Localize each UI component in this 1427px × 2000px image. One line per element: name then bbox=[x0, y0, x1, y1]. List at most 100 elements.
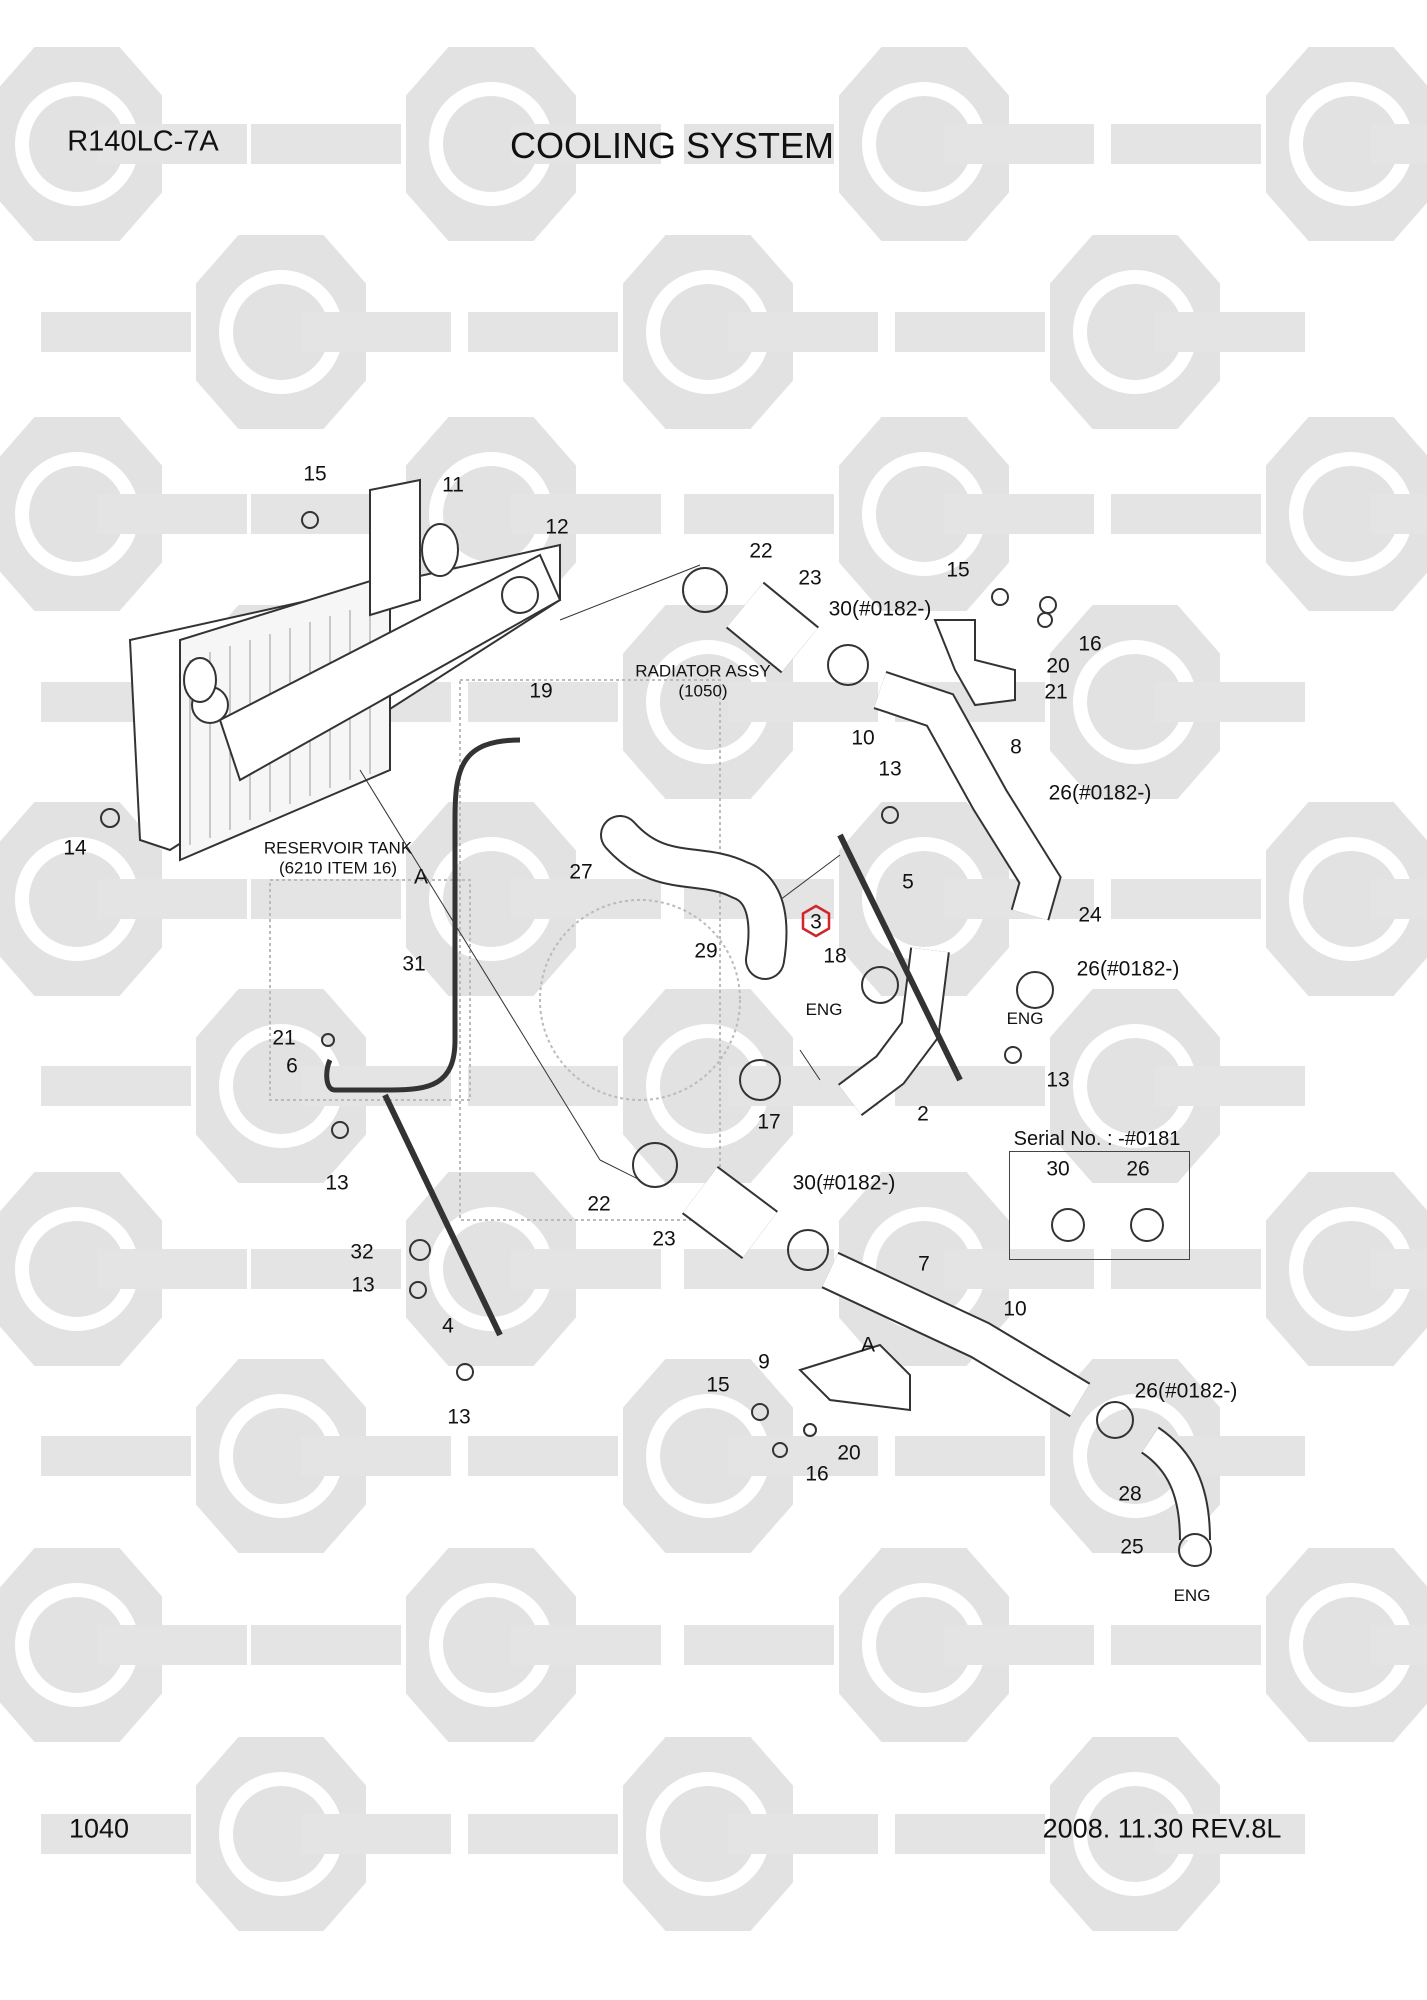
watermark-hexagon bbox=[623, 1359, 793, 1553]
reservoir-tank-note: RESERVOIR TANK(6210 ITEM 16) bbox=[264, 838, 412, 877]
callout: 15 bbox=[946, 558, 970, 582]
watermark-band bbox=[728, 312, 878, 352]
watermark-hexagon bbox=[839, 47, 1009, 241]
callout: 16 bbox=[805, 1462, 829, 1486]
callout: 9 bbox=[758, 1350, 770, 1374]
watermark-hexagon bbox=[196, 1359, 366, 1553]
callout: 19 bbox=[529, 679, 553, 703]
callout: 23 bbox=[652, 1227, 676, 1251]
eng-note: ENG bbox=[1173, 1586, 1211, 1606]
watermark-band bbox=[1155, 1814, 1305, 1854]
watermark-band bbox=[1111, 879, 1261, 919]
callout: 13 bbox=[351, 1273, 375, 1297]
watermark-band bbox=[944, 124, 1094, 164]
callout: 15 bbox=[706, 1373, 730, 1397]
leader-lines bbox=[359, 564, 841, 1181]
page-number: 1040 bbox=[68, 1813, 130, 1844]
callout: 7 bbox=[918, 1252, 930, 1276]
watermark-band bbox=[1371, 494, 1427, 534]
callout: 13 bbox=[447, 1405, 471, 1429]
callout: 21 bbox=[1044, 680, 1068, 704]
callout: 20 bbox=[1046, 654, 1070, 678]
callout: 8 bbox=[1010, 735, 1022, 759]
watermark-band bbox=[1111, 124, 1261, 164]
eng-note: ENG bbox=[805, 1000, 843, 1020]
watermark-band bbox=[511, 1249, 661, 1289]
watermark-band bbox=[251, 1249, 401, 1289]
watermark-band bbox=[468, 682, 618, 722]
model-number: R140LC-7A bbox=[67, 125, 219, 158]
watermark-band bbox=[251, 1625, 401, 1665]
revision-date: 2008. 11.30 REV.8L bbox=[1042, 1813, 1282, 1844]
watermark-band bbox=[728, 1814, 878, 1854]
watermark-band bbox=[97, 494, 247, 534]
watermark-band bbox=[41, 312, 191, 352]
watermark-band bbox=[511, 124, 661, 164]
watermark-band bbox=[1155, 1066, 1305, 1106]
callout: 16 bbox=[1078, 632, 1102, 656]
watermark-band bbox=[1111, 1249, 1261, 1289]
watermark-band bbox=[41, 1066, 191, 1106]
watermark-hexagon bbox=[623, 1737, 793, 1931]
watermark-hexagon bbox=[1050, 235, 1220, 429]
watermark-band bbox=[1371, 879, 1427, 919]
serial-note: Serial No. : -#0181 bbox=[1013, 1128, 1181, 1150]
watermark-band bbox=[468, 312, 618, 352]
watermark-hexagon bbox=[1050, 605, 1220, 799]
callout: 26 bbox=[1126, 1157, 1150, 1181]
watermark-band bbox=[944, 1625, 1094, 1665]
serial-variant-box bbox=[1009, 1151, 1190, 1260]
callout: 22 bbox=[587, 1192, 611, 1216]
radiator-note-line1: RADIATOR ASSY bbox=[635, 661, 771, 681]
section-marker-a: A bbox=[860, 1333, 876, 1357]
watermark-hexagon bbox=[406, 802, 576, 996]
callout-highlighted[interactable]: 3 bbox=[810, 910, 822, 934]
callout: 12 bbox=[545, 515, 569, 539]
callout: 6 bbox=[286, 1054, 298, 1078]
callout: 11 bbox=[442, 473, 464, 497]
watermark-band bbox=[728, 682, 878, 722]
callout: 13 bbox=[878, 757, 902, 781]
reservoir-note-line1: RESERVOIR TANK bbox=[263, 838, 413, 858]
watermark-band bbox=[895, 1814, 1045, 1854]
watermark-band bbox=[895, 1066, 1045, 1106]
watermark-band bbox=[1111, 1625, 1261, 1665]
watermark-band bbox=[728, 1436, 878, 1476]
watermark-band bbox=[97, 1249, 247, 1289]
watermark-band bbox=[1371, 124, 1427, 164]
watermark-band bbox=[97, 124, 247, 164]
watermark-band bbox=[895, 1436, 1045, 1476]
watermark-band bbox=[301, 1436, 451, 1476]
watermark-band bbox=[301, 312, 451, 352]
callout: 30(#0182-) bbox=[792, 1171, 896, 1195]
callout: 24 bbox=[1078, 903, 1102, 927]
callout: 21 bbox=[272, 1026, 296, 1050]
watermark-band bbox=[684, 124, 834, 164]
watermark-band bbox=[41, 1814, 191, 1854]
callout: 27 bbox=[569, 860, 593, 884]
callout: 26(#0182-) bbox=[1048, 781, 1152, 805]
callout: 15 bbox=[303, 462, 327, 486]
watermark-band bbox=[684, 494, 834, 534]
watermark-band bbox=[1111, 494, 1261, 534]
watermark-hexagon bbox=[623, 235, 793, 429]
watermark-band bbox=[684, 1625, 834, 1665]
intercooler-core bbox=[128, 478, 562, 862]
watermark-band bbox=[511, 494, 661, 534]
watermark-hexagon bbox=[1050, 1737, 1220, 1931]
callout: 29 bbox=[694, 939, 718, 963]
callout: 32 bbox=[350, 1240, 374, 1264]
watermark-band bbox=[895, 312, 1045, 352]
callout: 4 bbox=[442, 1314, 454, 1338]
watermark-band bbox=[251, 124, 401, 164]
callout: 14 bbox=[63, 836, 87, 860]
callout: 31 bbox=[402, 952, 426, 976]
callout: 20 bbox=[837, 1441, 861, 1465]
callout: 30(#0182-) bbox=[828, 597, 932, 621]
radiator-assy-note: RADIATOR ASSY(1050) bbox=[635, 661, 770, 700]
watermark-band bbox=[944, 494, 1094, 534]
watermark-hexagon bbox=[196, 1737, 366, 1931]
drawing-lines bbox=[100, 478, 1212, 1567]
